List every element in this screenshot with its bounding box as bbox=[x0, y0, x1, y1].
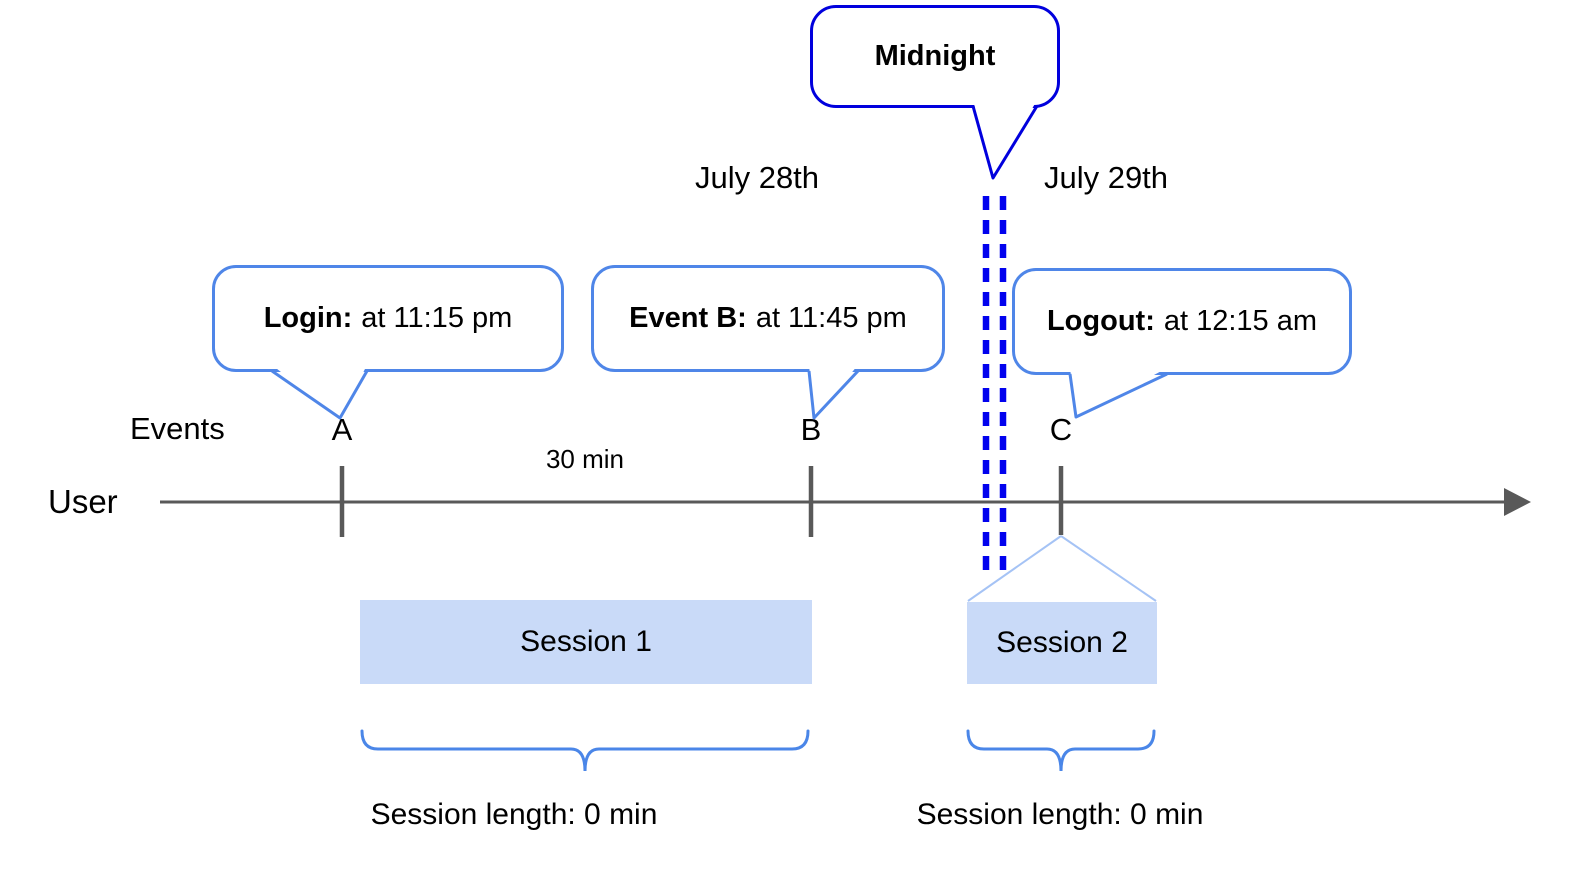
midnight-callout-label: Midnight bbox=[874, 40, 996, 72]
logout-bubble-tail-stroke bbox=[1068, 372, 1168, 419]
midnight-callout-tail-fill bbox=[973, 100, 1037, 178]
session-1-length-label: Session length: 0 min bbox=[370, 798, 658, 831]
events-axis-label: Events bbox=[130, 411, 225, 446]
login-bubble-tail-stroke bbox=[271, 369, 369, 420]
session-2-bar: Session 2 bbox=[967, 602, 1157, 684]
login-bubble-time: at 11:15 pm bbox=[361, 302, 513, 334]
timeline-arrowhead bbox=[1504, 488, 1531, 516]
midnight-callout-tail-stroke bbox=[971, 105, 1039, 180]
session-2-bar-label: Session 2 bbox=[996, 626, 1128, 659]
logout-bubble-tail-fill bbox=[1070, 368, 1167, 417]
logout-bubble-title: Logout: bbox=[1046, 305, 1155, 337]
date-label-july-29: July 29th bbox=[1043, 160, 1169, 195]
login-bubble: Login: at 11:15 pm bbox=[212, 265, 564, 372]
event-b-bubble-time: at 11:45 pm bbox=[755, 302, 907, 334]
interval-30min-label: 30 min bbox=[545, 444, 625, 474]
session-1-bar-label: Session 1 bbox=[520, 625, 652, 658]
session2-roof-right-line bbox=[1060, 535, 1157, 602]
event-b-bubble: Event B: at 11:45 pm bbox=[591, 265, 945, 372]
event-marker-a: A bbox=[331, 412, 353, 447]
login-bubble-tail-fill bbox=[272, 365, 367, 418]
midnight-callout: Midnight bbox=[810, 5, 1060, 108]
event-marker-b: B bbox=[800, 412, 822, 447]
session-1-bar: Session 1 bbox=[360, 600, 812, 684]
session1-brace bbox=[360, 729, 810, 772]
event-b-bubble-tail-stroke bbox=[807, 369, 860, 420]
event-marker-c: C bbox=[1049, 412, 1073, 447]
event-b-bubble-title: Event B: bbox=[629, 302, 747, 334]
session-2-length-label: Session length: 0 min bbox=[916, 798, 1204, 831]
logout-bubble: Logout: at 12:15 am bbox=[1012, 268, 1352, 375]
logout-bubble-time: at 12:15 am bbox=[1163, 305, 1318, 337]
date-label-july-28: July 28th bbox=[694, 160, 820, 195]
session2-roof-left-line bbox=[967, 535, 1062, 602]
user-axis-label: User bbox=[48, 483, 118, 520]
session2-brace bbox=[966, 729, 1156, 772]
event-b-bubble-tail-fill bbox=[809, 365, 858, 418]
login-bubble-title: Login: bbox=[263, 302, 353, 334]
